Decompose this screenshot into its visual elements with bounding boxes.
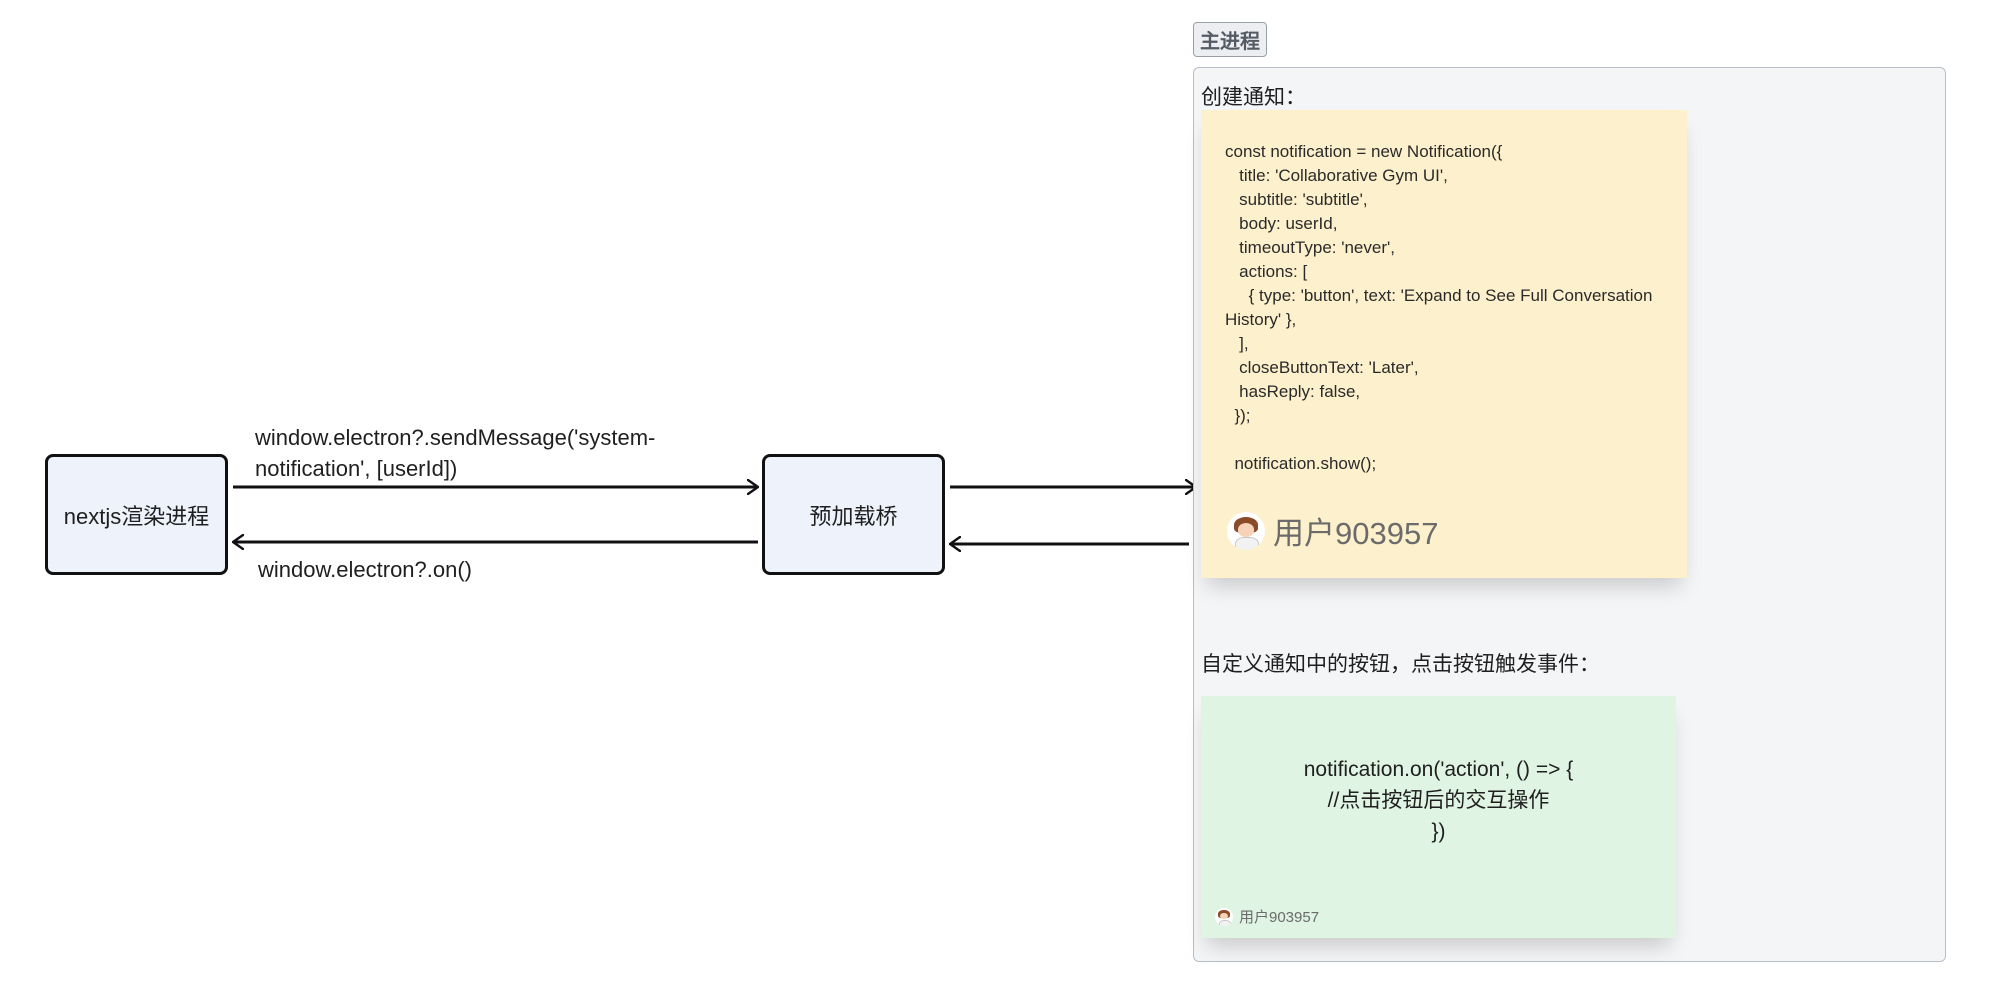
create-notification-sticky[interactable]: const notification = new Notification({ …: [1201, 110, 1687, 578]
preload-bridge-label: 预加载桥: [809, 503, 898, 529]
action-handler-code: notification.on('action', () => { //点击按钮…: [1303, 758, 1574, 843]
main-process-tag[interactable]: 主进程: [1193, 22, 1267, 57]
create-notification-title: 创建通知：: [1201, 86, 1306, 109]
user-avatar-icon: [1215, 907, 1233, 926]
on-listener-label: window.electron?.on(): [258, 557, 473, 582]
create-notification-code: const notification = new Notification({ …: [1225, 142, 1653, 473]
sticky-author: 用户903957: [1215, 906, 1319, 927]
action-handler-title: 自定义通知中的按钮，点击按钮触发事件：: [1201, 653, 1600, 676]
user-avatar-icon: [1227, 511, 1265, 550]
author-name: 用户903957: [1239, 909, 1320, 926]
preload-bridge-node[interactable]: 预加载桥: [762, 454, 945, 575]
send-message-label: window.electron?.sendMessage('system-not…: [255, 425, 656, 481]
sticky-author: 用户903957: [1227, 508, 1438, 553]
renderer-process-node[interactable]: nextjs渲染进程: [45, 454, 228, 575]
action-handler-sticky[interactable]: notification.on('action', () => { //点击按钮…: [1201, 696, 1676, 938]
renderer-process-label: nextjs渲染进程: [63, 503, 210, 529]
author-name: 用户903957: [1273, 516, 1439, 551]
